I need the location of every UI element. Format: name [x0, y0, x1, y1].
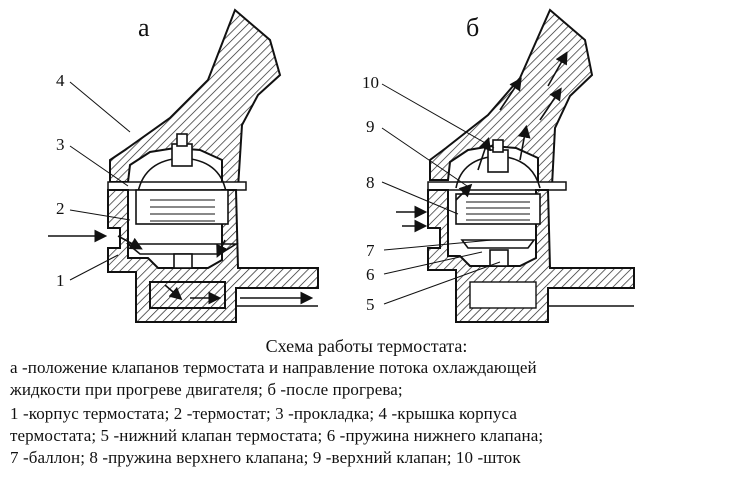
- caption-line-4: термостата; 5 -нижний клапан термостата;…: [10, 426, 544, 445]
- callout-7: 7: [366, 241, 375, 260]
- panel-label-a: а: [138, 13, 150, 42]
- callout-1: 1: [56, 271, 65, 290]
- flow-arrow-b-up: [547, 51, 568, 87]
- callout-4: 4: [56, 71, 65, 90]
- thermostat-b: [455, 139, 541, 267]
- caption-line-1: а -положение клапанов термостата и напра…: [10, 358, 537, 377]
- callout-8: 8: [366, 173, 375, 192]
- callout-2: 2: [56, 199, 65, 218]
- thermostat-diagram: а 4 3 2 1: [48, 8, 635, 323]
- callout-6: 6: [366, 265, 375, 284]
- caption-line-5: 7 -баллон; 8 -пружина верхнего клапана; …: [10, 448, 521, 467]
- panel-a: а 4 3 2 1: [48, 8, 319, 323]
- gasket-b: [427, 181, 567, 191]
- callout-9: 9: [366, 117, 375, 136]
- callout-3: 3: [56, 135, 65, 154]
- caption-title: Схема работы термостата:: [265, 336, 468, 356]
- callout-10: 10: [362, 73, 379, 92]
- callout-5: 5: [366, 295, 375, 314]
- panel-label-b: б: [466, 13, 479, 42]
- housing-cover-b: [429, 8, 594, 187]
- caption-line-2: жидкости при прогреве двигателя; б -посл…: [10, 380, 403, 399]
- caption-line-3: 1 -корпус термостата; 2 -термостат; 3 -п…: [10, 404, 517, 423]
- panel-b: б 10 9 8 7 6 5: [362, 8, 635, 323]
- housing-cover-a: [109, 8, 282, 189]
